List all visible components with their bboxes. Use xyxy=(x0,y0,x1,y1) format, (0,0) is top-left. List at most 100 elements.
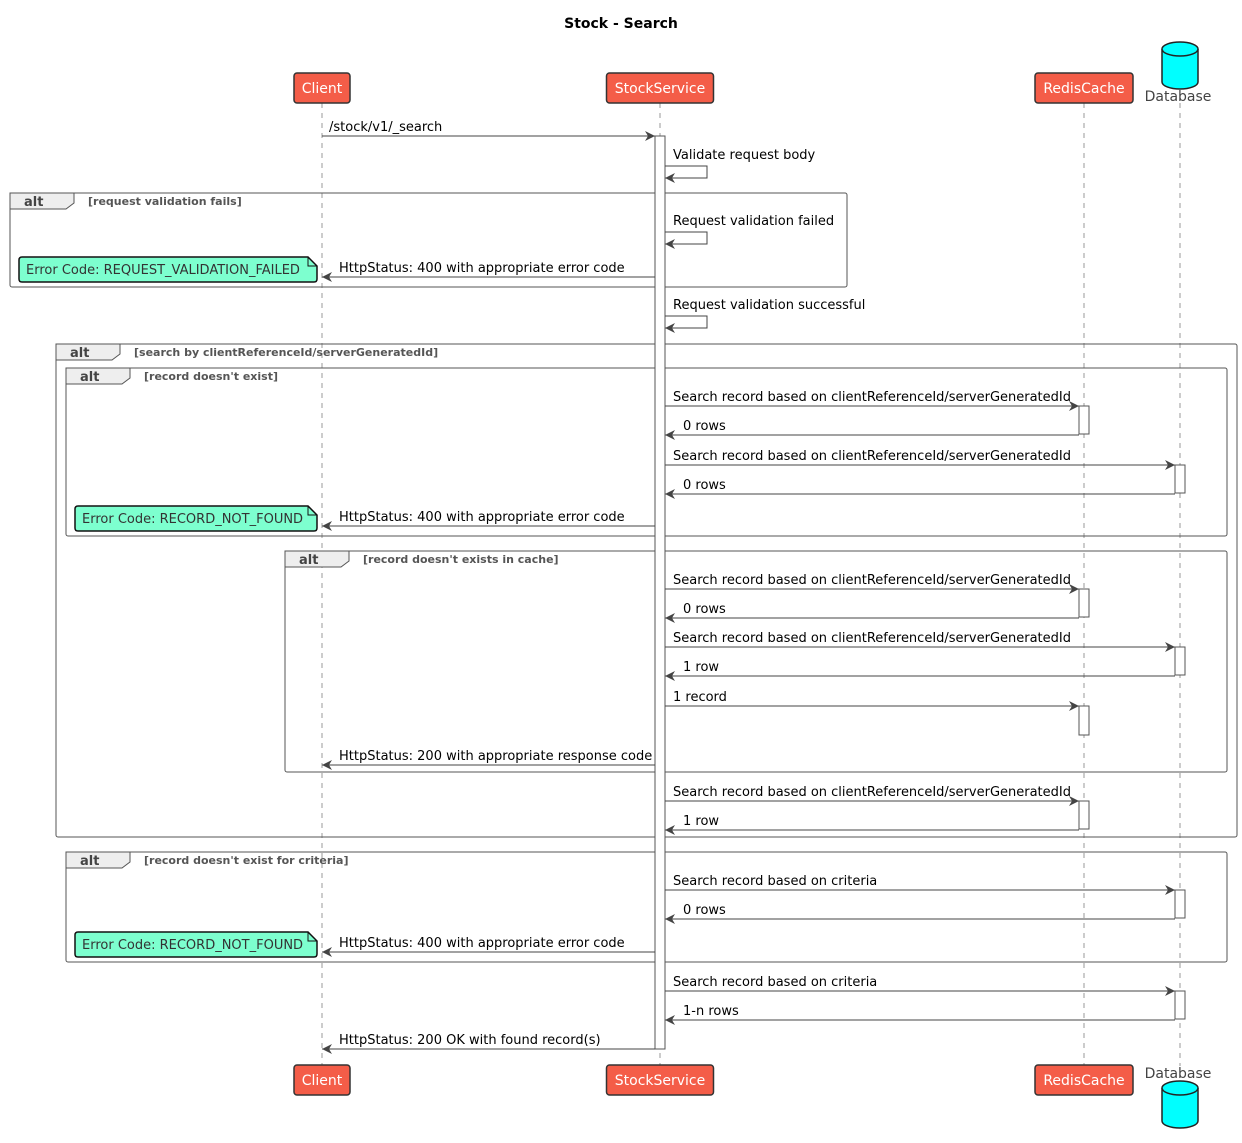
participant-service-top[interactable]: StockService xyxy=(605,72,715,104)
note-shape xyxy=(74,931,318,958)
note-text: Error Code: RECORD_NOT_FOUND xyxy=(82,938,303,953)
activation-bar xyxy=(1078,588,1090,618)
message-arrow: Request validation failed xyxy=(665,214,834,249)
activation-bar xyxy=(1174,646,1186,676)
message-label: 0 rows xyxy=(683,602,726,617)
participants: ClientClientStockServiceStockServiceRedi… xyxy=(293,41,1212,1129)
message-label: 1 row xyxy=(683,660,719,675)
fragment-frame xyxy=(55,343,1238,838)
participant-box xyxy=(605,1064,715,1096)
note: Error Code: RECORD_NOT_FOUND xyxy=(74,931,318,958)
message-label: HttpStatus: 400 with appropriate error c… xyxy=(339,936,625,951)
fragment-tab xyxy=(65,367,131,385)
participant-box xyxy=(605,72,715,104)
participant-redis-bottom[interactable]: RedisCache xyxy=(1034,1064,1134,1096)
fragment-guard: [search by clientReferenceId/serverGener… xyxy=(134,346,438,359)
fragment-tab xyxy=(65,851,131,869)
activation-bar xyxy=(1174,990,1186,1020)
fragment-guard: [request validation fails] xyxy=(88,195,242,208)
message-label: /stock/v1/_search xyxy=(329,120,442,135)
message-arrow: 1-n rows xyxy=(665,1004,1175,1025)
participant-label: Database xyxy=(1145,89,1212,105)
message-arrow: 0 rows xyxy=(665,419,1079,440)
message-arrow: Search record based on clientReferenceId… xyxy=(665,785,1079,806)
note-text: Error Code: RECORD_NOT_FOUND xyxy=(82,512,303,527)
message-label: 0 rows xyxy=(683,419,726,434)
message-arrow: 1 record xyxy=(665,690,1079,711)
participant-box xyxy=(1034,1064,1134,1096)
message-label: Search record based on clientReferenceId… xyxy=(673,390,1071,405)
fragment-tab xyxy=(9,192,75,210)
message-arrow: 0 rows xyxy=(665,602,1079,623)
participant-box xyxy=(293,1064,351,1096)
message-label: Request validation successful xyxy=(673,298,865,313)
fragment-frame xyxy=(65,851,1228,963)
fragment-keyword: alt xyxy=(70,346,89,361)
message-label: 0 rows xyxy=(683,903,726,918)
message-label: Search record based on criteria xyxy=(673,975,877,990)
fragment-keyword: alt xyxy=(80,370,99,385)
alt-fragment: alt[record doesn't exists in cache] xyxy=(284,550,1228,773)
message-label: 0 rows xyxy=(683,478,726,493)
alt-fragment: alt [search by clientReferenceId/serverGe… xyxy=(55,343,1238,838)
fragment-keyword: alt xyxy=(24,195,43,210)
message-label: Request validation failed xyxy=(673,214,834,229)
message-arrow: Search record based on criteria xyxy=(665,874,1175,895)
participant-client-top[interactable]: Client xyxy=(293,72,351,104)
note: Error Code: REQUEST_VALIDATION_FAILED xyxy=(18,256,318,283)
alt-fragment: alt [request validation fails] xyxy=(9,192,848,288)
participant-db-bottom[interactable]: Database xyxy=(1145,1066,1212,1129)
note-shape xyxy=(74,505,318,532)
note: Error Code: RECORD_NOT_FOUND xyxy=(74,505,318,532)
message-label: HttpStatus: 400 with appropriate error c… xyxy=(339,510,625,525)
activation-bar xyxy=(1174,464,1186,494)
participant-db-top[interactable]: Database xyxy=(1145,41,1212,105)
message-label: Search record based on criteria xyxy=(673,874,877,889)
message-arrow: HttpStatus: 400 with appropriate error c… xyxy=(322,510,655,531)
diagram-title: Stock - Search xyxy=(564,16,678,32)
message-label: 1 row xyxy=(683,814,719,829)
message-arrow: HttpStatus: 200 OK with found record(s) xyxy=(322,1033,655,1054)
participant-redis-top[interactable]: RedisCache xyxy=(1034,72,1134,104)
participant-label: RedisCache xyxy=(1043,1073,1124,1089)
participant-service-bottom[interactable]: StockService xyxy=(605,1064,715,1096)
message-label: 1-n rows xyxy=(683,1004,739,1019)
message-arrow: Search record based on criteria xyxy=(665,975,1175,996)
message-arrow: Request validation successful xyxy=(665,298,865,333)
participant-box xyxy=(1034,72,1134,104)
message-arrow: 0 rows xyxy=(665,903,1175,924)
message-arrow: 0 rows xyxy=(665,478,1175,499)
database-icon xyxy=(1161,1088,1199,1129)
participant-label: StockService xyxy=(615,81,706,97)
participant-client-bottom[interactable]: Client xyxy=(293,1064,351,1096)
message-label: HttpStatus: 400 with appropriate error c… xyxy=(339,261,625,276)
fragment-tab xyxy=(284,550,350,568)
participant-label: Database xyxy=(1145,1066,1212,1082)
database-icon-top xyxy=(1161,41,1199,57)
activation-bar xyxy=(1078,705,1090,736)
fragment-guard: [record doesn't exist] xyxy=(144,370,278,383)
note-text: Error Code: REQUEST_VALIDATION_FAILED xyxy=(26,263,300,278)
participant-label: Client xyxy=(302,1073,343,1089)
activation-bar xyxy=(1078,800,1090,830)
fragment-tab xyxy=(55,343,121,361)
fragments: alt [request validation fails] alt [search … xyxy=(9,192,1238,963)
message-label: Search record based on clientReferenceId… xyxy=(673,573,1071,588)
message-label: 1 record xyxy=(673,690,727,705)
fragment-frame xyxy=(9,192,848,288)
message-label: Search record based on clientReferenceId… xyxy=(673,631,1071,646)
message-label: Validate request body xyxy=(673,148,816,163)
activation-bar xyxy=(654,135,666,1050)
message-label: Search record based on clientReferenceId… xyxy=(673,449,1071,464)
message-arrow: /stock/v1/_search xyxy=(322,120,655,141)
alt-fragment: alt [record doesn't exist] xyxy=(65,367,1228,537)
note-fold xyxy=(307,932,317,942)
self-message-line xyxy=(665,315,708,333)
message-arrow: Search record based on clientReferenceId… xyxy=(665,631,1175,652)
participant-label: StockService xyxy=(615,1073,706,1089)
fragment-guard: [record doesn't exists in cache] xyxy=(363,553,559,566)
message-arrow: 1 row xyxy=(665,660,1175,681)
fragment-frame xyxy=(284,550,1228,773)
